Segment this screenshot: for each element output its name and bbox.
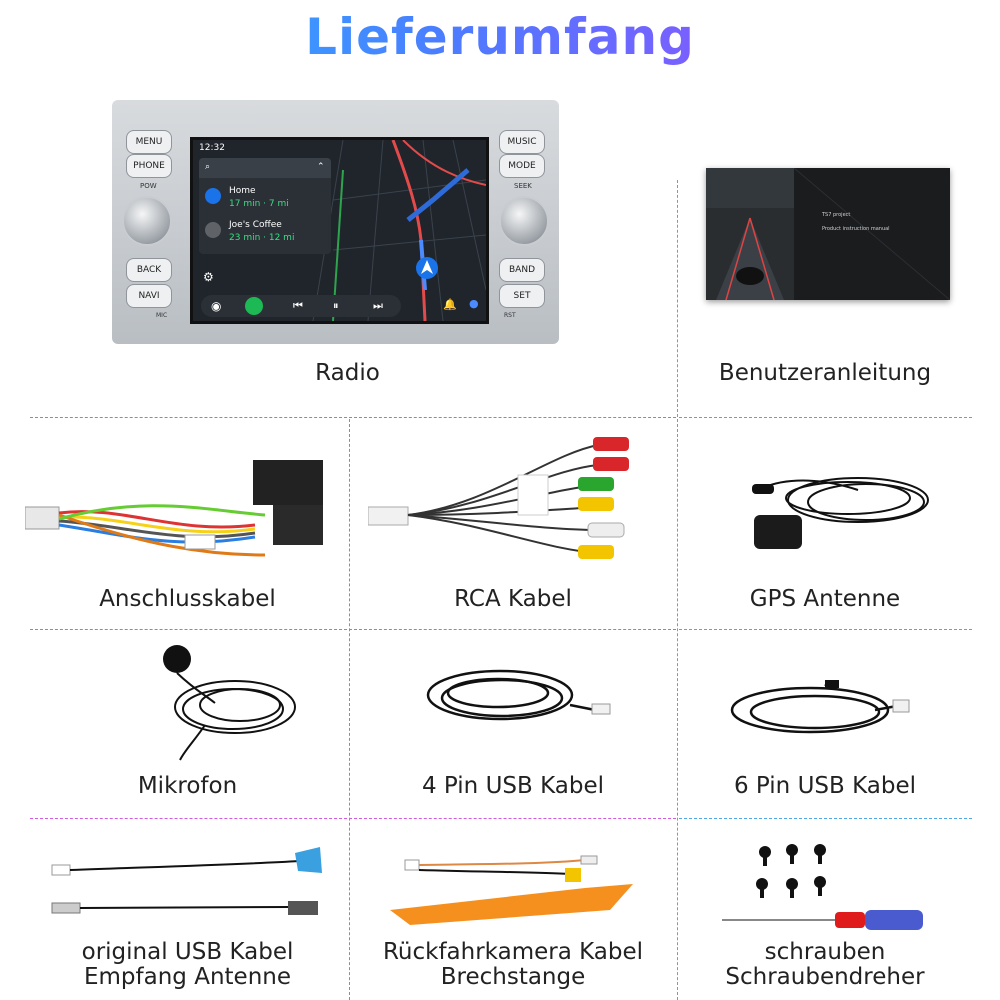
radio-screen: 12:32 ⌕ ⌃ Home 17 min · 7 mi Joe's Coffe… [190,137,489,324]
divider-h-2-right [679,629,972,630]
item-label-connection-cable: Anschlusskabel [99,586,276,612]
gps-antenna-image [752,477,929,549]
manual-image: TS7 project Product instruction manual [706,168,950,300]
spotify-icon [245,297,263,315]
power-knob [122,196,172,246]
music-button: MUSIC [499,130,545,154]
search-icon: ⌕ [205,162,211,172]
usb-6pin-cable-image [730,680,910,734]
media-bar: ◉ ⏮ ⏸ ⏭ [201,295,401,317]
back-button: BACK [126,258,172,282]
manual-line-2: Product instruction manual [822,226,890,232]
item-label-radio: Radio [315,360,380,386]
search-bar: ⌕ ⌃ [199,158,331,178]
item-label-gps-antenna: GPS Antenne [749,586,901,612]
item-label-rca-cable: RCA Kabel [454,586,572,612]
chevron-up-icon: ⌃ [317,162,325,172]
item-label-camera-pry-tool: Rückfahrkamera Kabel Brechstange [382,939,644,990]
bell-icon: 🔔 [443,298,457,311]
clock: 12:32 [199,143,225,153]
camera-cable-and-pry-tool-image [390,855,633,925]
usb-4pin-cable-image [426,669,611,721]
rca-cable-image [368,437,629,559]
manual-cover-graphic [706,168,950,300]
navi-button: NAVI [126,284,172,308]
mic-label: MIC [156,312,168,319]
radio-unit-image: MENU PHONE POW BACK NAVI MIC 12:32 ⌕ ⌃ [112,100,559,344]
prev-track-icon: ⏮ [293,299,303,312]
mic-icon: ● [469,297,479,310]
destination-coffee-name: Joe's Coffee [229,220,282,230]
divider-h-3-left [30,818,676,819]
divider-v-right [677,419,678,1000]
connection-cable-image [25,460,323,557]
divider-h-1-left [30,417,676,418]
divider-h-1-right [679,417,972,418]
home-icon [205,188,221,204]
screws-and-screwdriver-image [722,844,923,930]
set-button: SET [499,284,545,308]
item-label-microphone: Mikrofon [137,773,238,799]
item-label-usb-antenna: original USB Kabel Empfang Antenne [81,939,294,990]
seek-label: SEEK [514,182,532,190]
phone-button: PHONE [126,154,172,178]
pause-icon: ⏸ [333,299,339,312]
pow-label: POW [140,182,157,190]
menu-button: MENU [126,130,172,154]
divider-h-2-left [30,629,676,630]
assistant-icon: ◉ [211,299,222,313]
destination-coffee-eta: 23 min · 12 mi [229,233,295,243]
manual-line-1: TS7 project [822,212,851,218]
mode-button: MODE [499,154,545,178]
destination-home-name: Home [229,186,256,196]
divider-v-left [349,419,350,1000]
next-track-icon: ⏭ [373,299,383,312]
destination-home-eta: 17 min · 7 mi [229,199,289,209]
seek-knob [499,196,549,246]
microphone-image [163,645,296,761]
item-label-screws-screwdriver: schrauben Schraubendreher [725,939,925,990]
divider-h-3-right [679,818,972,819]
history-icon [205,222,221,238]
usb-and-antenna-cable-image [51,847,322,915]
page-title: Lieferumfang [0,8,1000,66]
divider-v-top [677,180,678,417]
item-label-usb-4pin: 4 Pin USB Kabel [421,773,605,799]
band-button: BAND [499,258,545,282]
rst-label: RST [504,312,516,319]
destinations-panel: ⌕ ⌃ Home 17 min · 7 mi Joe's Coffee 23 m… [199,158,331,254]
item-label-usb-6pin: 6 Pin USB Kabel [733,773,917,799]
gear-icon: ⚙ [203,270,214,284]
item-label-manual: Benutzeranleitung [718,360,932,386]
